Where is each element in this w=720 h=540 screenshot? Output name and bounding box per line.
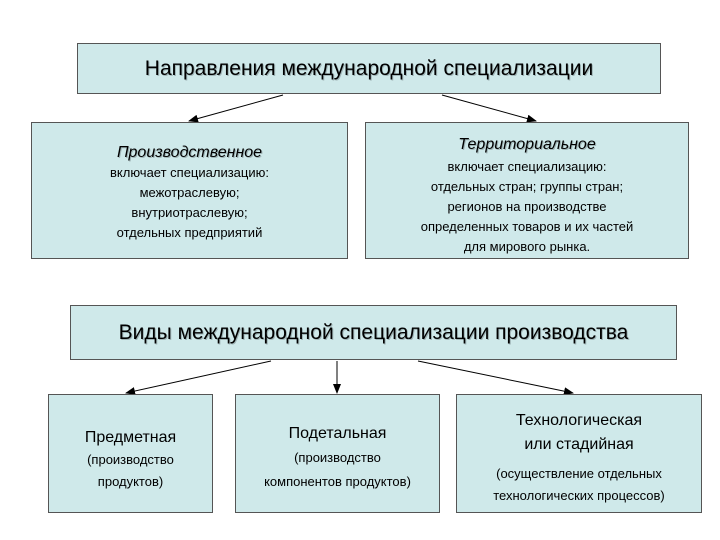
arrow-to-production [188,94,284,123]
tech-box: Технологическая или стадийная (осуществл… [456,394,702,513]
subject-note-line: (производство [87,452,174,467]
territorial-title: Территориальное [458,136,596,153]
production-box: Производственное включает специализацию:… [31,122,348,259]
types-title: Виды международной специализации произво… [118,320,629,344]
production-line: отдельных предприятий [116,225,263,240]
territorial-line: включает специализацию: [447,159,607,174]
arrow-to-subject [125,360,272,395]
production-title: Производственное [116,144,263,161]
tech-note-line: (осуществление отдельных [496,466,662,481]
arrow-to-tech [417,360,574,396]
territorial-box: Территориальное включает специализацию: … [365,122,689,259]
directions-title: Направления международной специализации [144,56,594,80]
production-line: внутриотраслевую; [131,205,248,220]
territorial-line: отдельных стран; группы стран; [430,179,624,194]
subject-title: Предметная [84,429,177,446]
territorial-line: регионов на производстве [447,199,607,214]
production-line: межотраслевую; [139,185,240,200]
types-header-box: Виды международной специализации произво… [70,305,677,360]
territorial-line: для мирового рынка. [463,239,591,254]
tech-title-line: Технологическая [515,412,643,429]
detail-note-line: компонентов продуктов) [264,474,411,489]
subject-box: Предметная (производство продуктов) [48,394,213,513]
directions-header-box: Направления международной специализации [77,43,661,94]
production-line: включает специализацию: [110,165,269,180]
arrow-to-territorial [441,94,537,123]
detail-note-line: (производство [294,450,381,465]
tech-note-line: технологических процессов) [493,488,665,503]
tech-title-line: или стадийная [524,436,634,453]
detail-title: Подетальная [288,425,387,442]
detail-box: Подетальная (производство компонентов пр… [235,394,440,513]
territorial-line: определенных товаров и их частей [420,219,634,234]
subject-note-line: продуктов) [97,474,164,489]
